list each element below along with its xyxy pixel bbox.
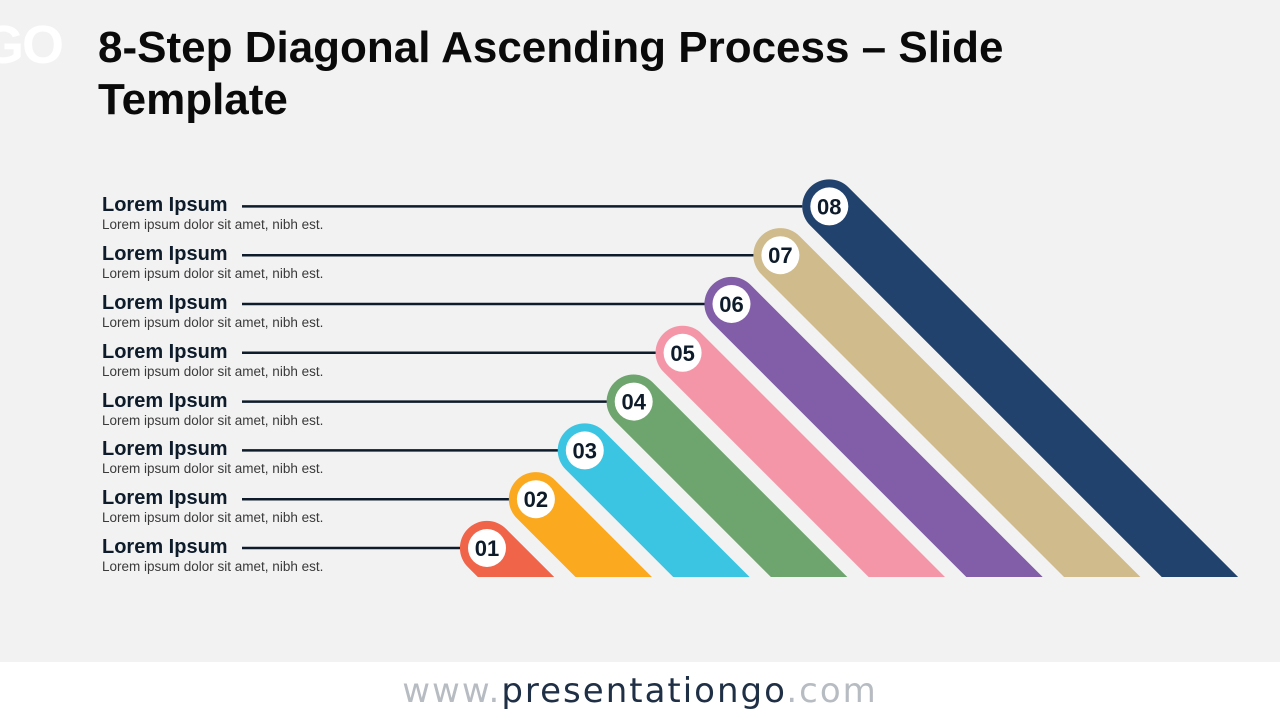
step-description-4: Lorem ipsum dolor sit amet, nibh est.	[102, 412, 324, 428]
step-heading-1: Lorem Ipsum	[102, 536, 228, 558]
footer: www.presentationgo.com	[0, 662, 1280, 720]
step-number-circle-4	[614, 382, 653, 421]
step-heading-4: Lorem Ipsum	[102, 389, 228, 412]
step-bar-8	[802, 179, 1239, 577]
step-heading-8: Lorem Ipsum	[102, 194, 228, 217]
footer-url-prefix: www.	[402, 671, 502, 711]
step-number-7: 07	[768, 243, 792, 268]
step-description-5: Lorem ipsum dolor sit amet, nibh est.	[102, 363, 324, 379]
step-number-circle-3	[565, 431, 604, 470]
step-heading-6: Lorem Ipsum	[102, 292, 228, 314]
step-bar-4	[606, 374, 848, 577]
step-description-2: Lorem ipsum dolor sit amet, nibh est.	[102, 510, 324, 526]
step-heading-7: Lorem Ipsum	[102, 243, 228, 266]
step-number-circle-5	[663, 333, 702, 372]
step-description-3: Lorem ipsum dolor sit amet, nibh est.	[102, 461, 324, 477]
step-number-circle-6	[712, 285, 751, 323]
slide-title: 8-Step Diagonal Ascending Process – Slid…	[98, 23, 1004, 124]
step-number-6: 06	[719, 292, 743, 317]
step-description-6: Lorem ipsum dolor sit amet, nibh est.	[102, 315, 324, 330]
step-number-8: 08	[817, 194, 841, 219]
step-description-7: Lorem ipsum dolor sit amet, nibh est.	[102, 266, 324, 282]
step-description-8: Lorem ipsum dolor sit amet, nibh est.	[102, 217, 324, 233]
step-bar-5	[655, 325, 945, 577]
step-number-4: 04	[621, 390, 646, 415]
step-number-circle-8	[810, 187, 849, 226]
step-number-2: 02	[524, 487, 548, 512]
step-bar-7	[753, 228, 1141, 578]
step-number-3: 03	[573, 438, 597, 463]
step-description-1: Lorem ipsum dolor sit amet, nibh est.	[102, 559, 324, 574]
step-number-circle-7	[761, 236, 800, 275]
footer-url-brand: presentationgo	[501, 671, 787, 711]
footer-url[interactable]: www.presentationgo.com	[402, 671, 878, 711]
step-heading-3: Lorem Ipsum	[102, 438, 228, 461]
footer-url-suffix: .com	[786, 671, 878, 711]
step-number-circle-2	[516, 480, 555, 519]
brand-logo-fragment: GO	[0, 15, 64, 75]
step-bar-6	[704, 276, 1043, 577]
step-number-circle-1	[468, 529, 506, 567]
step-heading-2: Lorem Ipsum	[102, 487, 228, 510]
diagonal-process-diagram: 01 02 03 04 05 06 07 08	[242, 179, 1239, 578]
step-bar-3	[557, 423, 750, 577]
step-number-5: 05	[670, 341, 694, 366]
step-heading-5: Lorem Ipsum	[102, 340, 228, 363]
step-number-1: 01	[475, 536, 499, 561]
